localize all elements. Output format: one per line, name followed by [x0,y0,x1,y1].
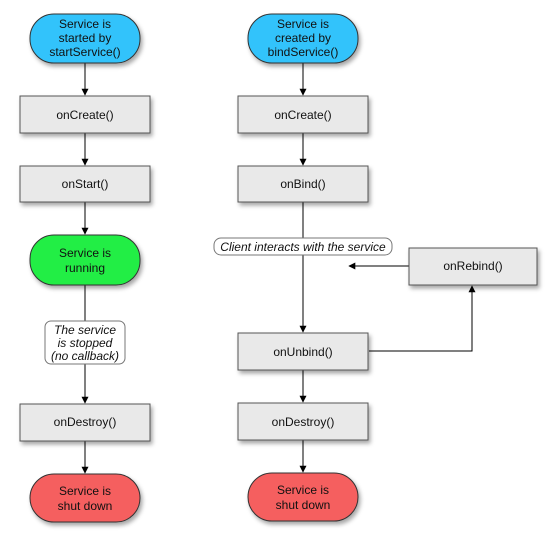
right-interact-note-label: Client interacts with the service [220,240,386,254]
left-start-label-3: startService() [49,45,120,59]
edges [81,63,476,474]
right-oncreate-label: onCreate() [274,108,331,122]
left-shutdown-node: Service is shut down [29,473,141,523]
right-shutdown-node: Service is shut down [247,472,359,522]
left-start-label-1: Service is [59,17,111,31]
left-ondestroy-label: onDestroy() [54,415,117,429]
left-running-label-2: running [65,261,105,275]
left-shutdown-label-1: Service is [59,484,111,498]
right-onrebind-node: onRebind() [408,247,538,286]
right-interact-note: Client interacts with the service [213,237,393,256]
left-shutdown-label-2: shut down [58,499,113,513]
left-onstart-node: onStart() [19,165,151,203]
left-running-node: Service is running [29,234,141,286]
left-oncreate-label: onCreate() [56,108,113,122]
right-start-label-3: bindService() [268,45,339,59]
edge-onunbind-to-onrebind [369,285,476,352]
right-onbind-node: onBind() [237,165,369,203]
right-ondestroy-label: onDestroy() [272,415,335,429]
right-onrebind-label: onRebind() [443,259,502,273]
right-onunbind-node: onUnbind() [237,332,369,371]
left-stopped-note-3: (no callback) [51,349,119,363]
left-stopped-note-1: The service [54,323,116,337]
right-onbind-label: onBind() [280,177,325,191]
right-start-label-1: Service is [277,17,329,31]
right-shutdown-label-2: shut down [276,498,331,512]
right-start-node: Service is created by bindService() [247,13,359,64]
right-onunbind-label: onUnbind() [273,345,332,359]
right-oncreate-node: onCreate() [237,95,369,134]
left-stopped-note-2: is stopped [58,336,113,350]
left-stopped-note: The service is stopped (no callback) [44,320,126,365]
right-shutdown-label-1: Service is [277,483,329,497]
left-oncreate-node: onCreate() [19,95,151,134]
right-start-label-2: created by [275,31,331,45]
left-running-label-1: Service is [59,246,111,260]
left-start-node: Service is started by startService() [29,13,141,64]
left-ondestroy-node: onDestroy() [19,403,151,442]
left-onstart-label: onStart() [62,177,109,191]
right-ondestroy-node: onDestroy() [237,402,369,441]
left-start-label-2: started by [59,31,112,45]
